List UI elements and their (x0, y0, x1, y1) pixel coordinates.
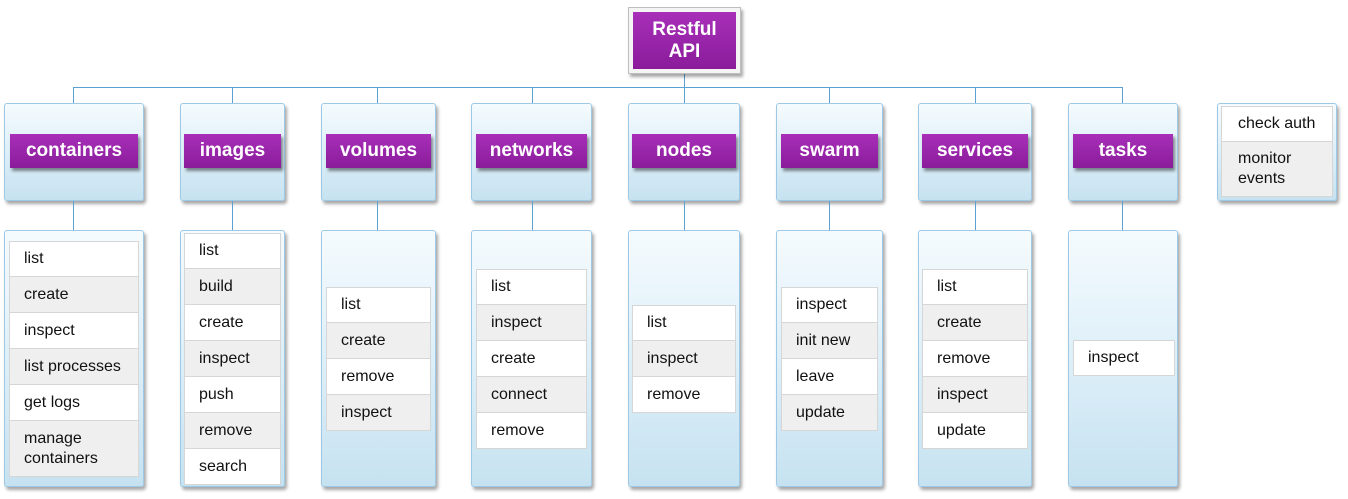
item-images-remove: remove (184, 413, 281, 449)
item-tasks-inspect: inspect (1073, 340, 1175, 376)
item-list-misc: check auth monitor events (1221, 106, 1333, 197)
connector-tasks (1122, 87, 1123, 103)
item-images-push: push (184, 377, 281, 413)
category-label-images: images (184, 134, 281, 168)
connector-networks-items (532, 201, 533, 230)
item-volumes-list: list (326, 287, 431, 323)
item-containers-create: create (9, 277, 139, 313)
item-services-list: list (922, 269, 1028, 305)
item-networks-list: list (476, 269, 587, 305)
root-node: Restful API (628, 7, 741, 74)
item-containers-inspect: inspect (9, 313, 139, 349)
item-swarm-leave: leave (781, 359, 878, 395)
item-networks-inspect: inspect (476, 305, 587, 341)
item-networks-remove: remove (476, 413, 587, 449)
connector-volumes-items (377, 201, 378, 230)
item-list-swarm: inspect init new leave update (781, 287, 878, 431)
item-list-networks: list inspect create connect remove (476, 269, 587, 449)
item-containers-manage-containers: manage containers (9, 421, 139, 477)
item-services-create: create (922, 305, 1028, 341)
connector-nodes-items (684, 201, 685, 230)
item-list-services: list create remove inspect update (922, 269, 1028, 449)
item-list-containers: list create inspect list processes get l… (9, 241, 139, 477)
connector-images (232, 87, 233, 103)
connector-networks (532, 87, 533, 103)
item-nodes-inspect: inspect (632, 341, 736, 377)
item-list-images: list build create inspect push remove se… (184, 233, 281, 485)
item-list-nodes: list inspect remove (632, 305, 736, 413)
item-containers-get-logs: get logs (9, 385, 139, 421)
item-containers-list-processes: list processes (9, 349, 139, 385)
item-swarm-update: update (781, 395, 878, 431)
item-list-tasks: inspect (1073, 340, 1175, 376)
category-label-nodes: nodes (632, 134, 736, 168)
item-list-volumes: list create remove inspect (326, 287, 431, 431)
item-swarm-init-new: init new (781, 323, 878, 359)
item-services-update: update (922, 413, 1028, 449)
category-label-networks: networks (476, 134, 587, 168)
item-services-remove: remove (922, 341, 1028, 377)
connector-images-items (232, 201, 233, 230)
category-label-swarm: swarm (781, 134, 878, 168)
item-misc-check-auth: check auth (1221, 106, 1333, 142)
item-misc-monitor-events: monitor events (1221, 142, 1333, 197)
connector-horizontal (73, 87, 1123, 88)
item-volumes-create: create (326, 323, 431, 359)
item-images-search: search (184, 449, 281, 485)
item-volumes-inspect: inspect (326, 395, 431, 431)
root-label: Restful API (633, 12, 736, 69)
item-containers-list: list (9, 241, 139, 277)
category-label-tasks: tasks (1073, 134, 1173, 168)
connector-tasks-items (1122, 201, 1123, 230)
category-label-containers: containers (10, 134, 138, 168)
item-images-inspect: inspect (184, 341, 281, 377)
item-volumes-remove: remove (326, 359, 431, 395)
connector-containers-items (73, 201, 74, 230)
connector-services-items (975, 201, 976, 230)
connector-swarm-items (829, 201, 830, 230)
item-swarm-inspect: inspect (781, 287, 878, 323)
connector-swarm (829, 87, 830, 103)
connector-services (975, 87, 976, 103)
connector-containers (73, 87, 74, 103)
item-networks-create: create (476, 341, 587, 377)
item-images-create: create (184, 305, 281, 341)
item-networks-connect: connect (476, 377, 587, 413)
connector-root-stem (684, 74, 685, 88)
category-label-volumes: volumes (326, 134, 431, 168)
item-nodes-list: list (632, 305, 736, 341)
category-label-services: services (922, 134, 1028, 168)
connector-volumes (377, 87, 378, 103)
item-services-inspect: inspect (922, 377, 1028, 413)
connector-nodes (684, 87, 685, 103)
item-images-list: list (184, 233, 281, 269)
item-nodes-remove: remove (632, 377, 736, 413)
item-images-build: build (184, 269, 281, 305)
